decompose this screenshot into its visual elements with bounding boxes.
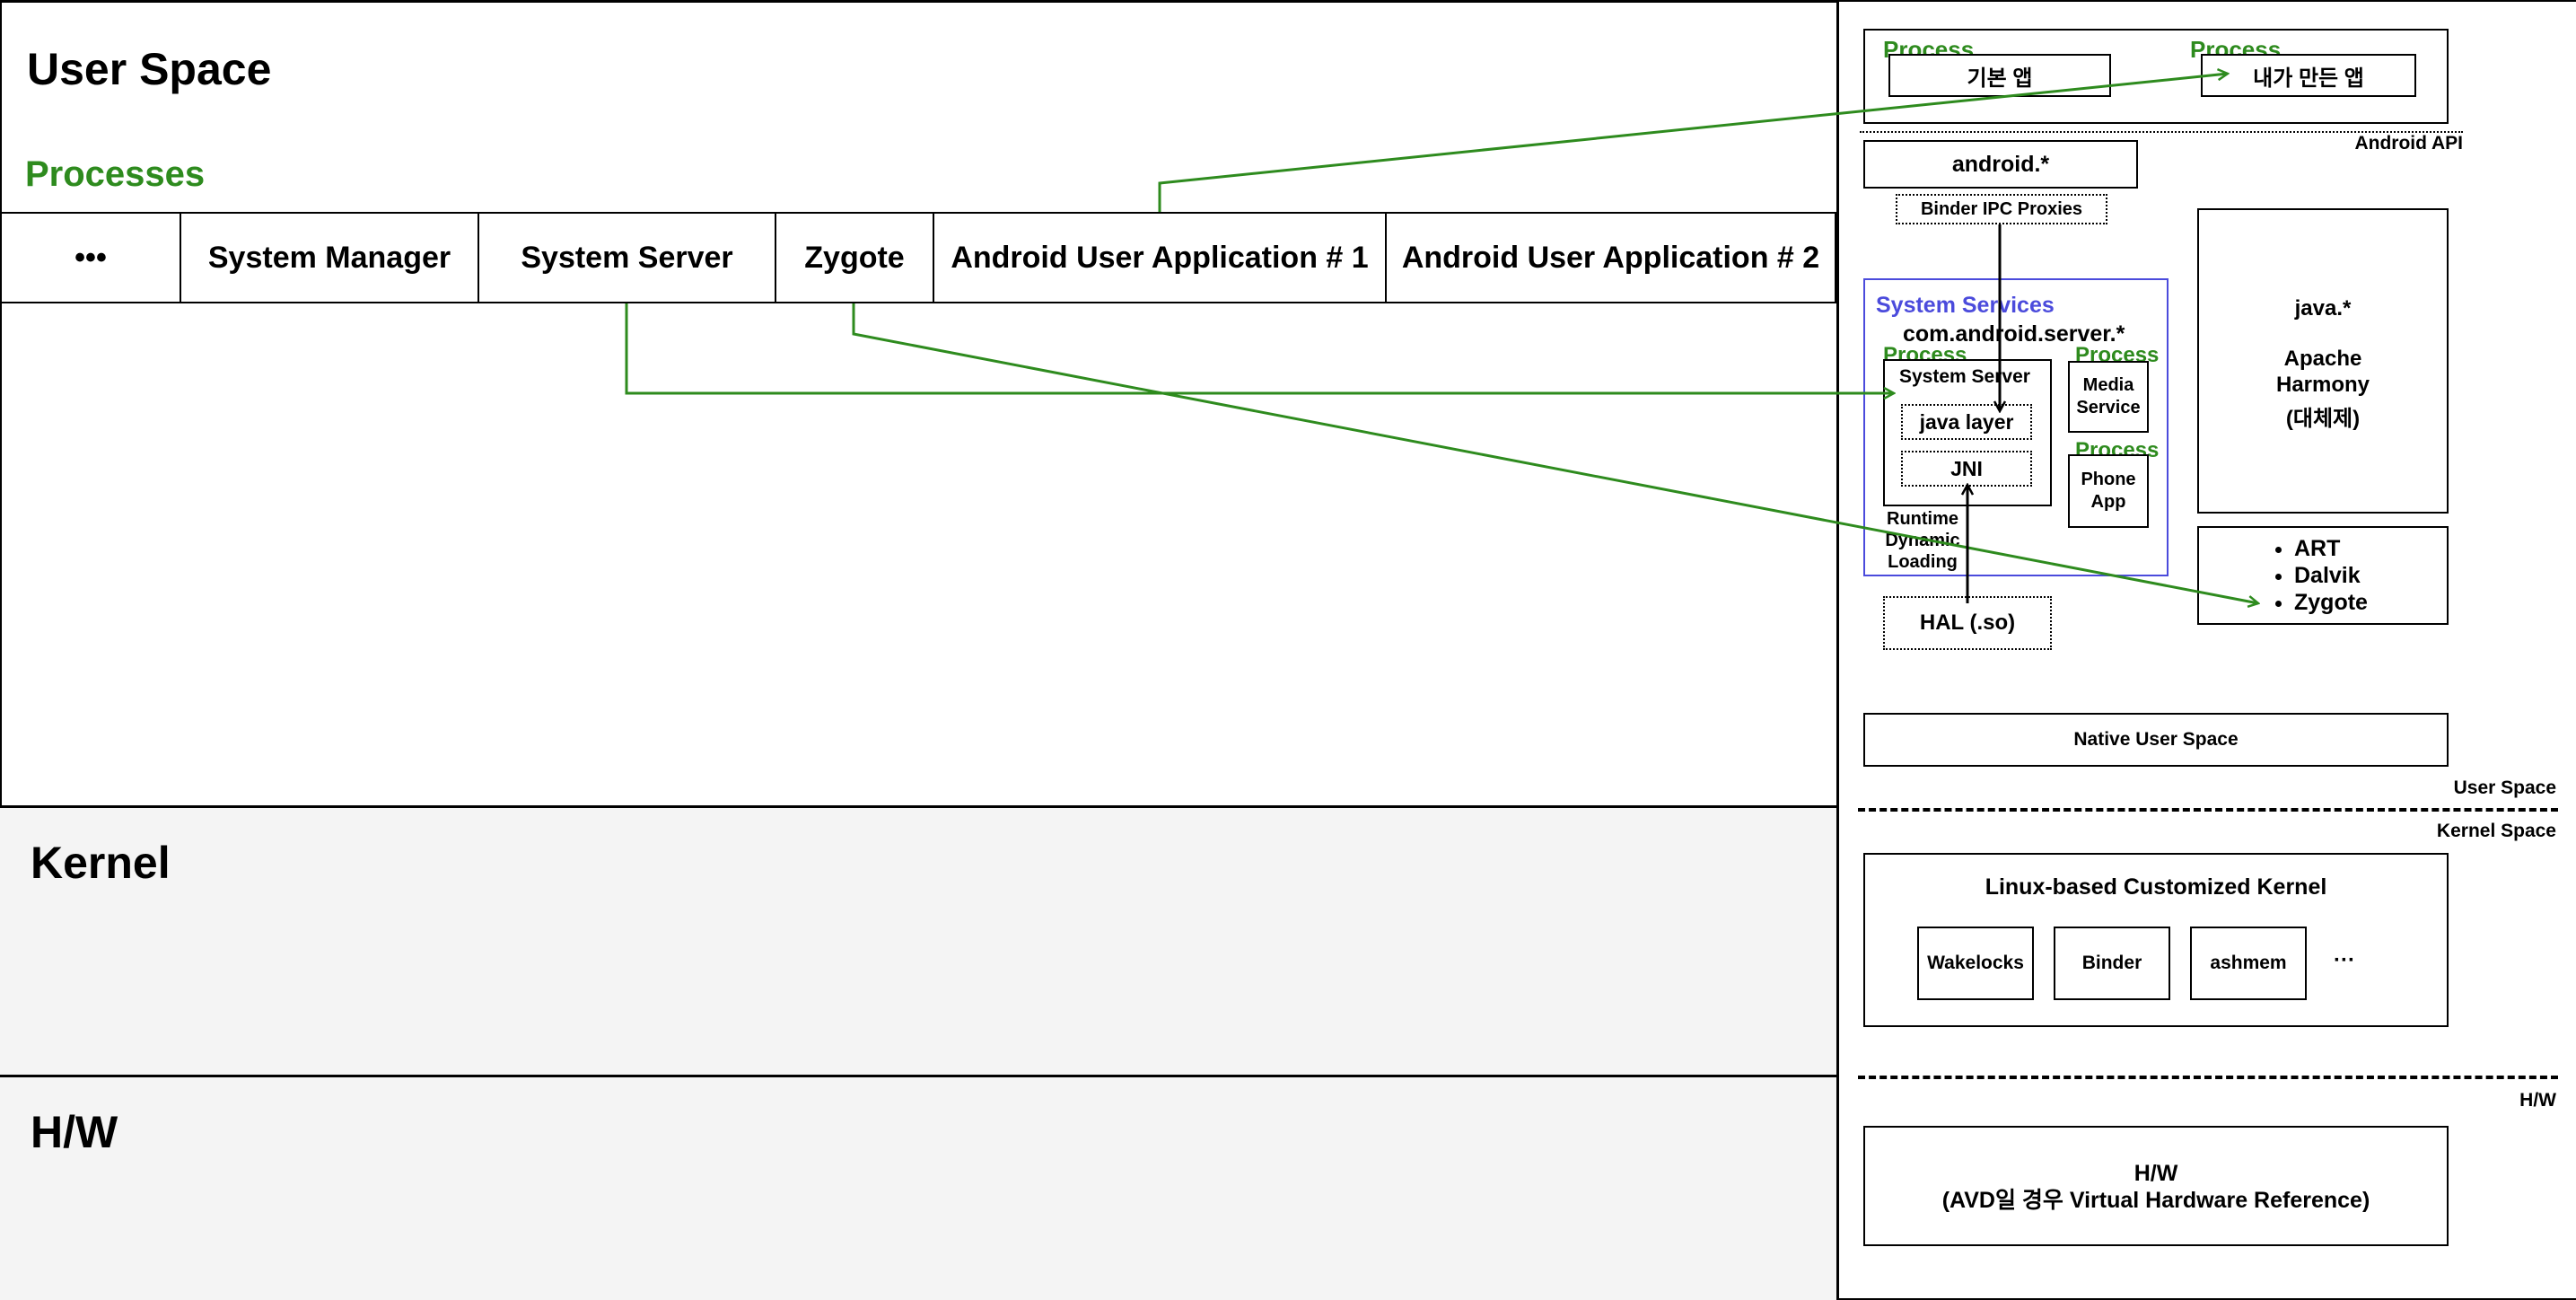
native-user-space-box: Native User Space [1863,713,2449,767]
hw-box-line1: H/W [2134,1161,2178,1186]
kernel-item-wakelocks: Wakelocks [1917,927,2034,1000]
hw-box: H/W (AVD일 경우 Virtual Hardware Reference) [1863,1126,2449,1246]
user-space-layer [0,0,1836,808]
runtime-box: ART Dalvik Zygote [2197,526,2449,625]
process-cell-system-manager: System Manager [181,214,479,302]
process-cell-user-app-1: Android User Application # 1 [934,214,1387,302]
apache-harmony-alt-label: (대체제) [2285,406,2361,431]
user-space-title: User Space [27,44,272,94]
process-cell-system-server: System Server [479,214,776,302]
android-package-box: android.* [1863,140,2138,189]
java-package-box: java.* Apache Harmony (대체제) [2197,208,2449,514]
kernel-item-more: ··· [2334,948,2355,972]
kernel-title: Kernel [31,838,171,888]
kernel-layer [0,808,1836,1077]
kernel-item-binder: Binder [2054,927,2170,1000]
runtime-item-zygote: Zygote [2294,589,2447,616]
java-layer-box: java layer [1901,404,2032,440]
user-kernel-divider [1858,808,2558,812]
apache-harmony-label: Apache Harmony [2275,347,2370,397]
hw-layer [0,1077,1836,1300]
my-app-box: 내가 만든 앱 [2201,54,2416,97]
process-cell-more: ••• [2,214,181,302]
jni-box: JNI [1901,451,2032,487]
android-architecture-panel [1836,0,2576,1300]
kernel-box-title: Linux-based Customized Kernel [1985,874,2327,900]
process-cell-user-app-2: Android User Application # 2 [1401,240,1820,275]
basic-app-box: 기본 앱 [1888,54,2111,97]
hw-label: H/W [2519,1090,2556,1111]
java-package-label: java.* [2294,296,2352,321]
hal-box: HAL (.so) [1883,596,2052,650]
android-api-label: Android API [2354,133,2463,154]
processes-title: Processes [25,154,206,194]
runtime-item-dalvik: Dalvik [2294,562,2447,589]
kernel-space-label: Kernel Space [2436,821,2556,841]
phone-app-box: Phone App [2068,454,2149,528]
runtime-dynamic-loading-label: Runtime Dynamic Loading [1885,509,1960,572]
system-server-label: System Server [1899,366,2030,387]
kernel-item-ashmem: ashmem [2190,927,2307,1000]
process-row: ••• System Manager System Server Zygote … [0,212,1836,303]
runtime-item-art: ART [2294,535,2447,562]
binder-ipc-proxies-box: Binder IPC Proxies [1896,194,2107,224]
kernel-hw-divider [1858,1076,2558,1079]
media-service-box: Media Service [2068,361,2149,433]
hw-box-line2: (AVD일 경우 Virtual Hardware Reference) [1941,1188,2370,1213]
user-space-label: User Space [2453,777,2556,798]
system-services-title: System Services [1876,293,2055,318]
hw-title: H/W [31,1107,118,1157]
runtime-list: ART Dalvik Zygote [2199,535,2447,616]
process-cell-zygote: Zygote [776,214,934,302]
